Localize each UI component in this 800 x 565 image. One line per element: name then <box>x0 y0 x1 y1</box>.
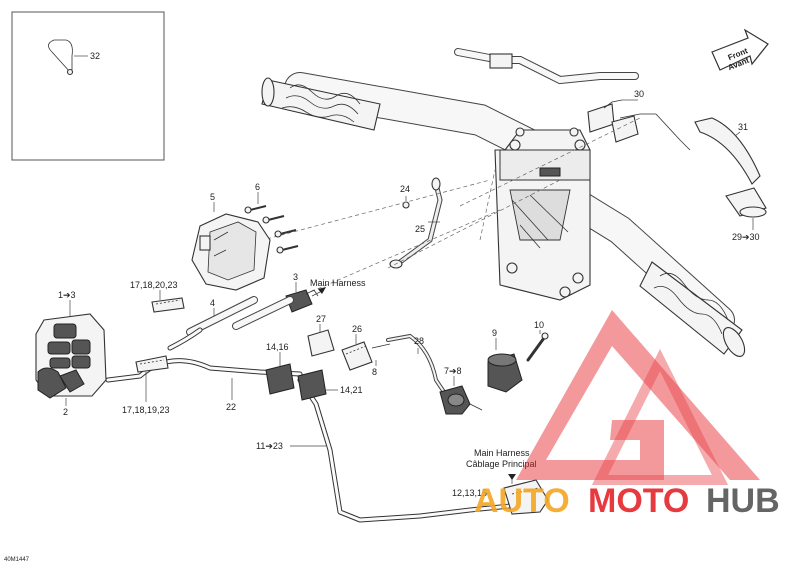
callout-27: 27 <box>316 314 326 324</box>
assembly-dashed-lines <box>239 117 641 301</box>
grip-heater-cable <box>454 48 639 85</box>
callout-31: 31 <box>738 122 748 132</box>
callout-3: 3 <box>293 272 298 282</box>
connector-part-14-21: 14,21 <box>297 369 363 401</box>
screws-part-6: 6 <box>244 182 299 254</box>
callout-14-16: 14,16 <box>266 342 289 352</box>
connector-part-26: 26 8 <box>341 324 391 377</box>
connector-part-14-16: 14,16 <box>265 342 295 395</box>
connector-part-3: 3 Main Harness <box>285 272 366 313</box>
callout-25: 25 <box>415 224 425 234</box>
callout-9: 9 <box>492 328 497 338</box>
pin-part-10: 10 <box>526 320 549 362</box>
callout-12-13-15: 12,13,15 <box>452 488 487 498</box>
inset-box-part-32: 32 <box>11 11 165 161</box>
switch-module-part-1-3: 1➔3 2 <box>35 290 107 417</box>
cable-part-28: 28 <box>386 333 450 400</box>
handlebar-riser <box>494 127 591 301</box>
front-direction-arrow: Front Avant <box>711 28 769 72</box>
main-harness-connector-bottom: Main Harness Câblage Principal 12,13,15 <box>452 448 549 515</box>
ground-wire-parts-24-25: 24 25 <box>389 177 443 269</box>
callout-4: 4 <box>210 298 215 308</box>
callout-10: 10 <box>534 320 544 330</box>
callout-17-18-20-23: 17,18,20,23 <box>130 280 178 290</box>
callout-5: 5 <box>210 192 215 202</box>
callout-14-21: 14,21 <box>340 385 363 395</box>
callout-1-3: 1➔3 <box>58 290 76 300</box>
figure-code: 40M1447 <box>4 557 30 563</box>
sleeve-part-31: 31 29➔30 <box>694 117 767 242</box>
automotohub-watermark: AUTO MOTO HUB <box>474 482 780 520</box>
connector-part-17-18-19-23: 17,18,19,23 <box>122 355 170 415</box>
callout-24: 24 <box>400 184 410 194</box>
throttle-part-9: 9 <box>487 328 523 393</box>
callout-6: 6 <box>255 182 260 192</box>
callout-17-18-19-23: 17,18,19,23 <box>122 405 170 415</box>
connectors-part-30: 30 <box>587 89 691 151</box>
main-harness-label-top: Main Harness <box>310 278 366 288</box>
watermark-moto: MOTO <box>588 482 689 520</box>
callout-32: 32 <box>90 51 100 61</box>
callout-11-23: 11➔23 <box>256 441 283 451</box>
callout-29-30: 29➔30 <box>732 232 760 242</box>
callout-28: 28 <box>414 336 424 346</box>
callout-2: 2 <box>63 407 68 417</box>
cablage-principal-label: Câblage Principal <box>466 459 537 469</box>
connector-part-17-18-20-23: 17,18,20,23 <box>130 280 185 313</box>
tube-part-4: 4 <box>186 296 294 336</box>
wiring-harness-part-22: 22 11➔23 <box>105 327 533 523</box>
connector-part-27: 27 <box>307 314 335 357</box>
callout-8: 8 <box>372 367 377 377</box>
callout-30: 30 <box>634 89 644 99</box>
watermark-auto: AUTO <box>474 482 570 520</box>
callout-7-8: 7➔8 <box>444 366 462 376</box>
sensor-part-7-8: 7➔8 <box>439 366 483 415</box>
main-harness-label-bottom: Main Harness <box>474 448 530 458</box>
callout-26: 26 <box>352 324 362 334</box>
switch-housing-part-5: 5 <box>191 192 271 291</box>
callout-22: 22 <box>226 402 236 412</box>
automotohub-logo-emblem <box>516 310 760 485</box>
watermark-hub: HUB <box>706 482 780 520</box>
